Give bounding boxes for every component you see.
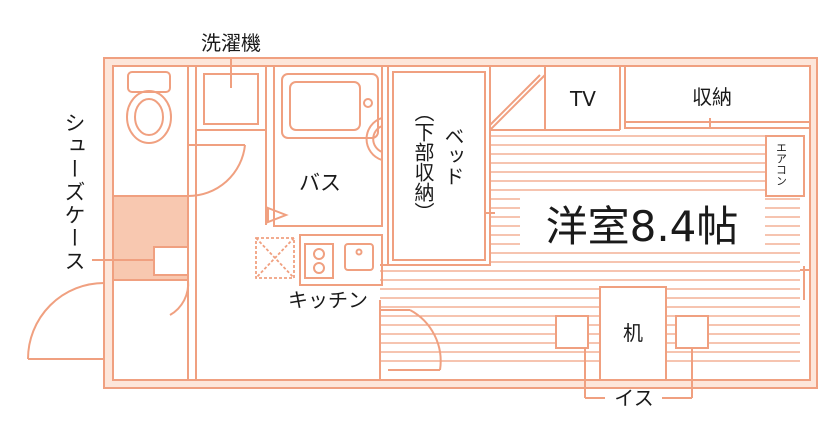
kitchen-counter (299, 234, 383, 286)
bedroom-outline (380, 130, 810, 300)
aircon-unit (765, 135, 805, 197)
room-door (379, 300, 442, 380)
toilet-door (187, 144, 246, 198)
label-kitchen: キッチン (288, 288, 368, 312)
label-bath: バス (299, 171, 341, 195)
chair-left (555, 315, 589, 398)
label-bed-note: （下部収納） (411, 102, 435, 222)
storage-closet (624, 65, 811, 129)
desk (599, 286, 667, 381)
label-washer: 洗濯機 (201, 31, 261, 55)
bath-room (267, 65, 383, 227)
refrigerator-space (255, 237, 295, 279)
label-storage: 収納 (692, 85, 732, 109)
tv-area (489, 66, 621, 131)
label-chair: イス (614, 386, 653, 410)
label-room: 洋室8.4帖 (546, 202, 739, 251)
label-shoe-case: シューズケース (62, 112, 86, 273)
corridor (187, 66, 267, 380)
chair-right (675, 315, 709, 398)
room-label-bg (520, 196, 765, 252)
label-desk: 机 (623, 321, 643, 345)
label-tv: TV (569, 87, 596, 111)
label-bed: ベッド (441, 126, 465, 186)
shoe-case (92, 195, 189, 281)
label-aircon: エアコン (775, 142, 788, 186)
